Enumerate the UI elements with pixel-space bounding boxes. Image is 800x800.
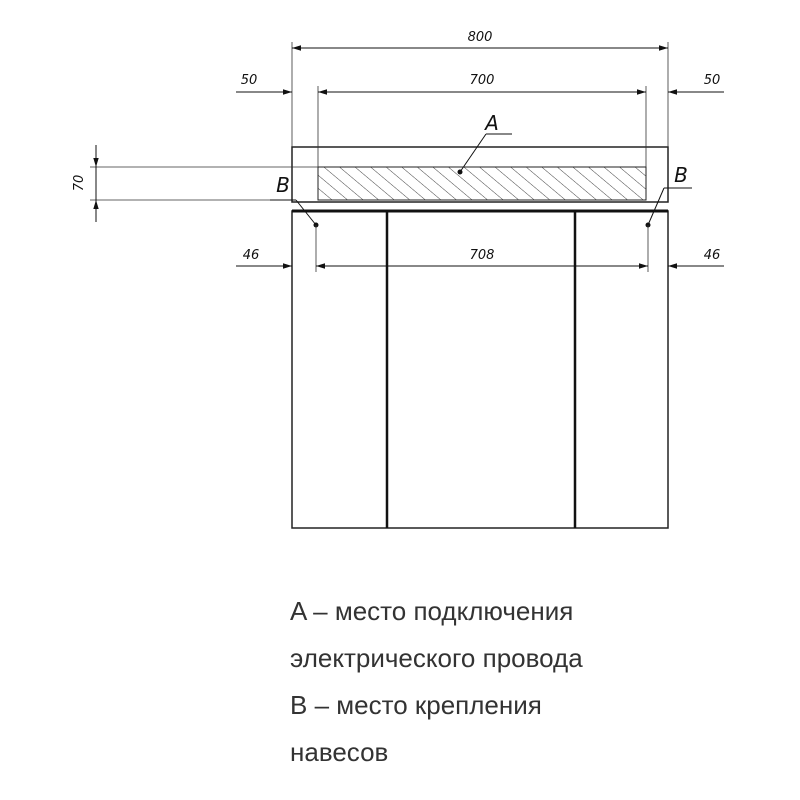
- top-housing: [291, 146, 669, 203]
- leader-a: [459, 133, 487, 173]
- marker-b-left-label: B: [276, 173, 290, 197]
- dim-right-margin-bottom: 46: [704, 248, 721, 263]
- dim-left-margin-top: 50: [241, 73, 258, 88]
- marker-b-right-label: B: [674, 163, 688, 187]
- marker-a-dot: [457, 169, 463, 175]
- dim-overall-width: 800: [468, 30, 493, 45]
- marker-a-label: A: [483, 111, 499, 135]
- legend-line-b: B – место крепления: [290, 690, 542, 720]
- legend-line-a: A – место подключения: [290, 596, 574, 626]
- dim-height-side: 70: [72, 175, 87, 192]
- dim-left-margin-bottom: 46: [243, 248, 260, 263]
- dim-mid-width-bottom: 708: [470, 248, 495, 263]
- leader-b-right: [647, 187, 665, 226]
- legend-line-b-cont: навесов: [290, 737, 389, 767]
- legend-line-a-cont: электрического провода: [290, 643, 583, 673]
- dim-mid-width-top: 700: [470, 73, 495, 88]
- dim-right-margin-top: 50: [704, 73, 721, 88]
- connection-zone-hatch: [317, 166, 647, 201]
- legend: A – место подключения электрического про…: [290, 588, 770, 776]
- leader-b-left: [295, 199, 317, 226]
